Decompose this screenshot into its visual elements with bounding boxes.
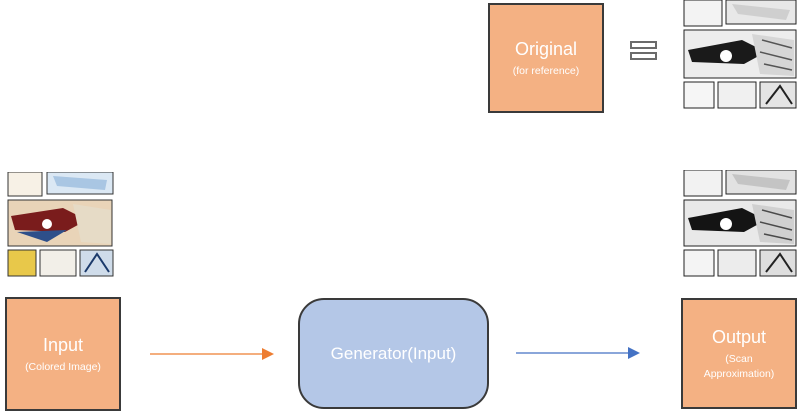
- original-box: Original (for reference): [488, 3, 604, 113]
- original-manga-image: [682, 0, 798, 110]
- input-manga-image: [7, 172, 115, 278]
- arrow-right-icon: [516, 347, 640, 359]
- input-title: Input: [42, 334, 84, 355]
- output-subtitle-line2: Approximation): [703, 367, 775, 380]
- equals-icon: [630, 41, 657, 60]
- generator-box: Generator(Input): [298, 298, 489, 409]
- arrow-right-icon: [150, 348, 274, 360]
- output-box: Output (Scan Approximation): [681, 298, 797, 409]
- generator-title: Generator(Input): [330, 343, 457, 363]
- output-manga-image: [682, 170, 798, 278]
- input-box: Input (Colored Image): [5, 297, 121, 411]
- original-subtitle: (for reference): [512, 64, 580, 77]
- output-subtitle-line1: (Scan: [725, 352, 753, 365]
- output-subtitle: (Scan Approximation): [704, 352, 775, 382]
- input-subtitle: (Colored Image): [25, 360, 101, 373]
- original-title: Original: [514, 38, 578, 59]
- output-title: Output: [711, 326, 767, 347]
